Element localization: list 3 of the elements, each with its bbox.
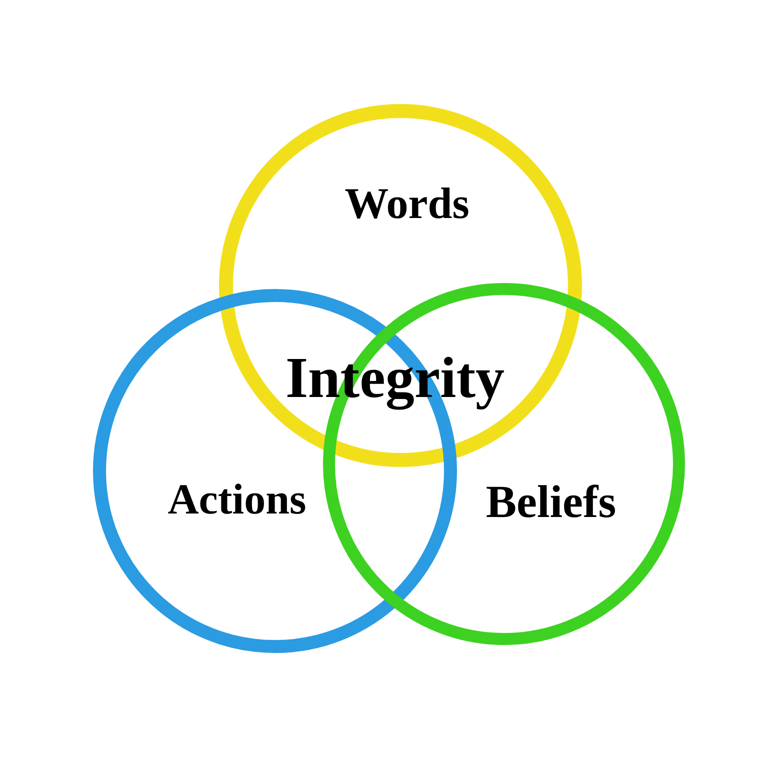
- circle-label: Words: [344, 182, 470, 226]
- circle-label: Beliefs: [486, 479, 616, 525]
- circle-label: Actions: [168, 478, 306, 522]
